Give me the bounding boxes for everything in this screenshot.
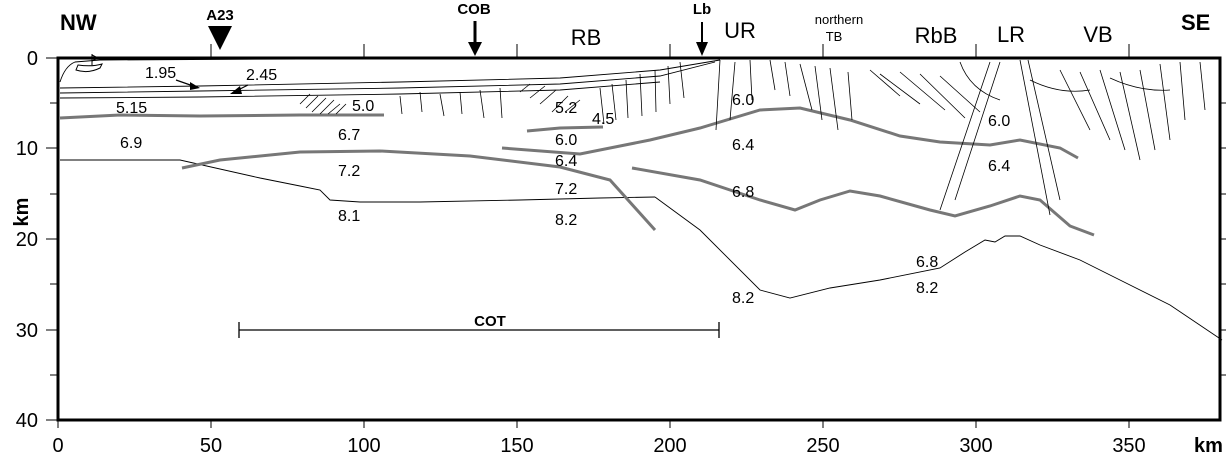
velocity-6-0-b: 6.0: [732, 92, 754, 109]
y-tick-label-10: 10: [16, 138, 38, 160]
velocity-7-2-a: 7.2: [338, 163, 360, 180]
velocity-6-4-b: 6.4: [732, 137, 754, 154]
label-lr: LR: [997, 22, 1025, 47]
a23-marker-arrow: [208, 26, 232, 50]
ship-icon: [75, 54, 103, 73]
velocity-6-7: 6.7: [338, 127, 360, 144]
sediment-layers: [59, 58, 1223, 341]
y-axis-unit: km: [11, 198, 33, 227]
x-tick-label-0: 0: [52, 435, 63, 457]
velocity-8-2-b: 8.2: [732, 290, 754, 307]
cot-range-bar: [238, 322, 720, 338]
cot-label: COT: [474, 313, 506, 330]
faults-and-hatching: [299, 59, 1206, 216]
velocity-2-45: 2.45: [246, 67, 277, 84]
label-ur: UR: [724, 18, 756, 43]
velocity-7-2-b: 7.2: [555, 181, 577, 198]
y-tick-label-20: 20: [16, 229, 38, 251]
y-tick-label-0: 0: [27, 48, 38, 70]
velocity-1-95: 1.95: [145, 65, 176, 82]
y-tick-label-40: 40: [16, 410, 38, 432]
velocity-6-0-c: 6.0: [988, 113, 1010, 130]
x-tick-label-150: 150: [500, 435, 533, 457]
label-rbb: RbB: [915, 23, 958, 48]
label-arrows: [175, 79, 249, 94]
cob-arrow: [468, 21, 482, 56]
velocity-5-0: 5.0: [352, 98, 374, 115]
label-se: SE: [1181, 10, 1210, 35]
x-tick-label-350: 350: [1112, 435, 1145, 457]
velocity-interfaces: [59, 106, 1095, 237]
velocity-8-2-a: 8.2: [555, 212, 577, 229]
velocity-6-4-a: 6.4: [555, 153, 577, 170]
y-ticks-left: [46, 57, 58, 421]
velocity-8-1: 8.1: [338, 208, 360, 225]
x-tick-label-50: 50: [200, 435, 222, 457]
label-vb: VB: [1083, 22, 1112, 47]
velocity-8-2-c: 8.2: [916, 280, 938, 297]
label-rb: RB: [571, 25, 602, 50]
label-lb: Lb: [693, 1, 711, 18]
top-ticks: [210, 44, 1130, 58]
x-axis-unit: km: [1194, 435, 1223, 457]
velocity-6-8-b: 6.8: [916, 254, 938, 271]
velocity-6-9: 6.9: [120, 135, 142, 152]
velocity-5-15: 5.15: [116, 100, 147, 117]
velocity-5-2: 5.2: [555, 100, 577, 117]
x-ticks-bottom: [57, 420, 1130, 428]
velocity-4-5: 4.5: [592, 111, 614, 128]
x-tick-label-250: 250: [806, 435, 839, 457]
velocity-6-8-a: 6.8: [732, 184, 754, 201]
label-a23: A23: [206, 7, 234, 24]
lb-arrow: [696, 22, 708, 56]
label-northern: northern: [815, 12, 863, 27]
label-tb: TB: [826, 29, 843, 44]
y-ticks-right: [1220, 102, 1226, 376]
velocity-6-0-a: 6.0: [555, 132, 577, 149]
plot-frame: [56, 56, 1222, 422]
label-nw: NW: [60, 10, 97, 35]
label-cob: COB: [457, 1, 491, 18]
velocity-6-4-c: 6.4: [988, 158, 1010, 175]
x-tick-label-200: 200: [653, 435, 686, 457]
y-tick-label-30: 30: [16, 320, 38, 342]
x-tick-label-100: 100: [347, 435, 380, 457]
x-tick-label-300: 300: [959, 435, 992, 457]
